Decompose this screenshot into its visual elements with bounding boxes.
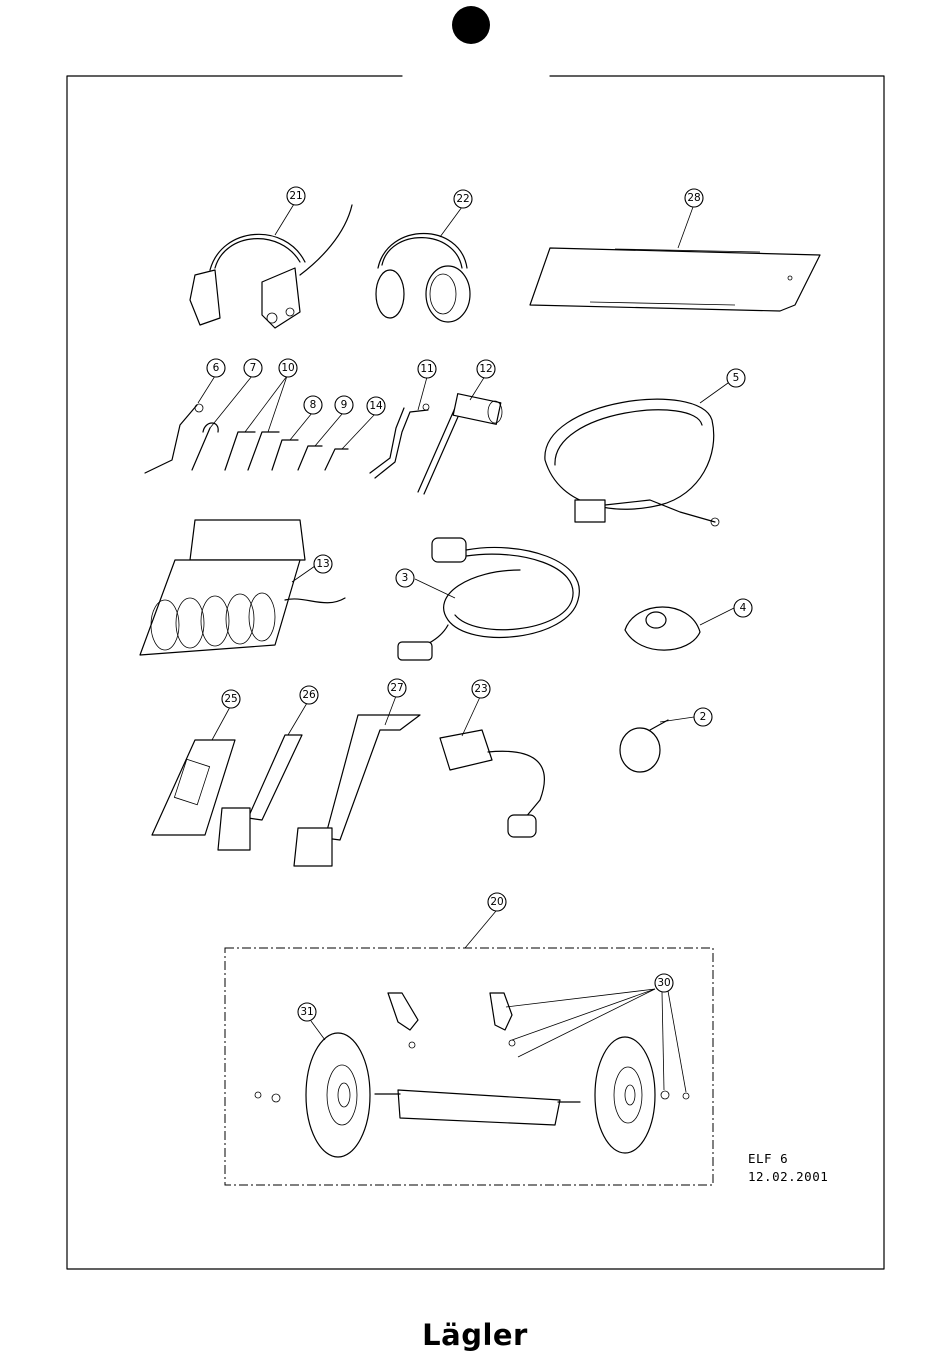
callout-number: 26 <box>302 689 316 701</box>
cover-plate-drawing <box>530 248 820 311</box>
callout-number: 6 <box>213 362 220 374</box>
callout-number: 4 <box>740 602 747 614</box>
callout-number: 21 <box>289 190 302 202</box>
callout-4: 4 <box>734 599 752 617</box>
callout-31: 31 <box>298 1003 316 1021</box>
trolley-kit-drawing <box>225 948 713 1185</box>
callout-number: 20 <box>490 896 503 908</box>
callout-11: 11 <box>418 360 436 378</box>
callout-10: 10 <box>279 359 297 377</box>
callout-26: 26 <box>300 686 318 704</box>
callout-number: 12 <box>479 363 492 375</box>
callout-number: 23 <box>474 683 487 695</box>
callout-6: 6 <box>207 359 225 377</box>
callout-2: 2 <box>694 708 712 726</box>
ear-defenders-drawing <box>376 234 470 323</box>
callout-number: 11 <box>420 363 433 375</box>
box-spanner-drawing <box>418 394 502 494</box>
callout-7: 7 <box>244 359 262 377</box>
callout-number: 9 <box>341 399 348 411</box>
headset-radio-drawing <box>190 205 352 328</box>
callout-21: 21 <box>287 187 305 205</box>
callout-number: 3 <box>402 572 409 584</box>
callout-3: 3 <box>396 569 414 587</box>
callout-number: 10 <box>281 362 294 374</box>
clamp-tool-long-drawing <box>294 715 420 866</box>
wrench-set-drawing <box>145 404 348 473</box>
callout-number: 5 <box>733 372 740 384</box>
mirror-drawing <box>620 720 668 772</box>
callout-28: 28 <box>685 189 703 207</box>
callout-number: 22 <box>456 193 469 205</box>
callout-number: 27 <box>390 682 403 694</box>
callout-number: 30 <box>657 977 670 989</box>
callout-23: 23 <box>472 680 490 698</box>
drawing-date: 12.02.2001 <box>748 1168 828 1186</box>
callout-8: 8 <box>304 396 322 414</box>
callout-14: 14 <box>367 397 385 415</box>
callout-25: 25 <box>222 690 240 708</box>
callout-number: 13 <box>316 558 329 570</box>
drawing-identifier: ELF 6 12.02.2001 <box>748 1150 828 1186</box>
callout-13: 13 <box>314 555 332 573</box>
callout-number: 25 <box>224 693 237 705</box>
callout-number: 7 <box>250 362 257 374</box>
drawing-model: ELF 6 <box>748 1150 828 1168</box>
callout-number: 28 <box>687 192 700 204</box>
callout-number: 31 <box>300 1006 313 1018</box>
harness-belt-drawing <box>545 399 719 526</box>
callout-30: 30 <box>655 974 673 992</box>
callout-number: 14 <box>369 400 383 412</box>
callout-number: 2 <box>700 711 707 723</box>
callout-27: 27 <box>388 679 406 697</box>
plug-adapter-drawing <box>440 730 544 837</box>
callout-9: 9 <box>335 396 353 414</box>
callout-5: 5 <box>727 369 745 387</box>
callout-22: 22 <box>454 190 472 208</box>
callout-number: 8 <box>310 399 317 411</box>
dust-mask-drawing <box>625 607 700 650</box>
callout-20: 20 <box>488 893 506 911</box>
callout-12: 12 <box>477 360 495 378</box>
brand-logo: Lägler <box>0 1318 950 1352</box>
tool-pouch-drawing <box>140 520 345 655</box>
extension-cable-drawing <box>398 538 579 660</box>
